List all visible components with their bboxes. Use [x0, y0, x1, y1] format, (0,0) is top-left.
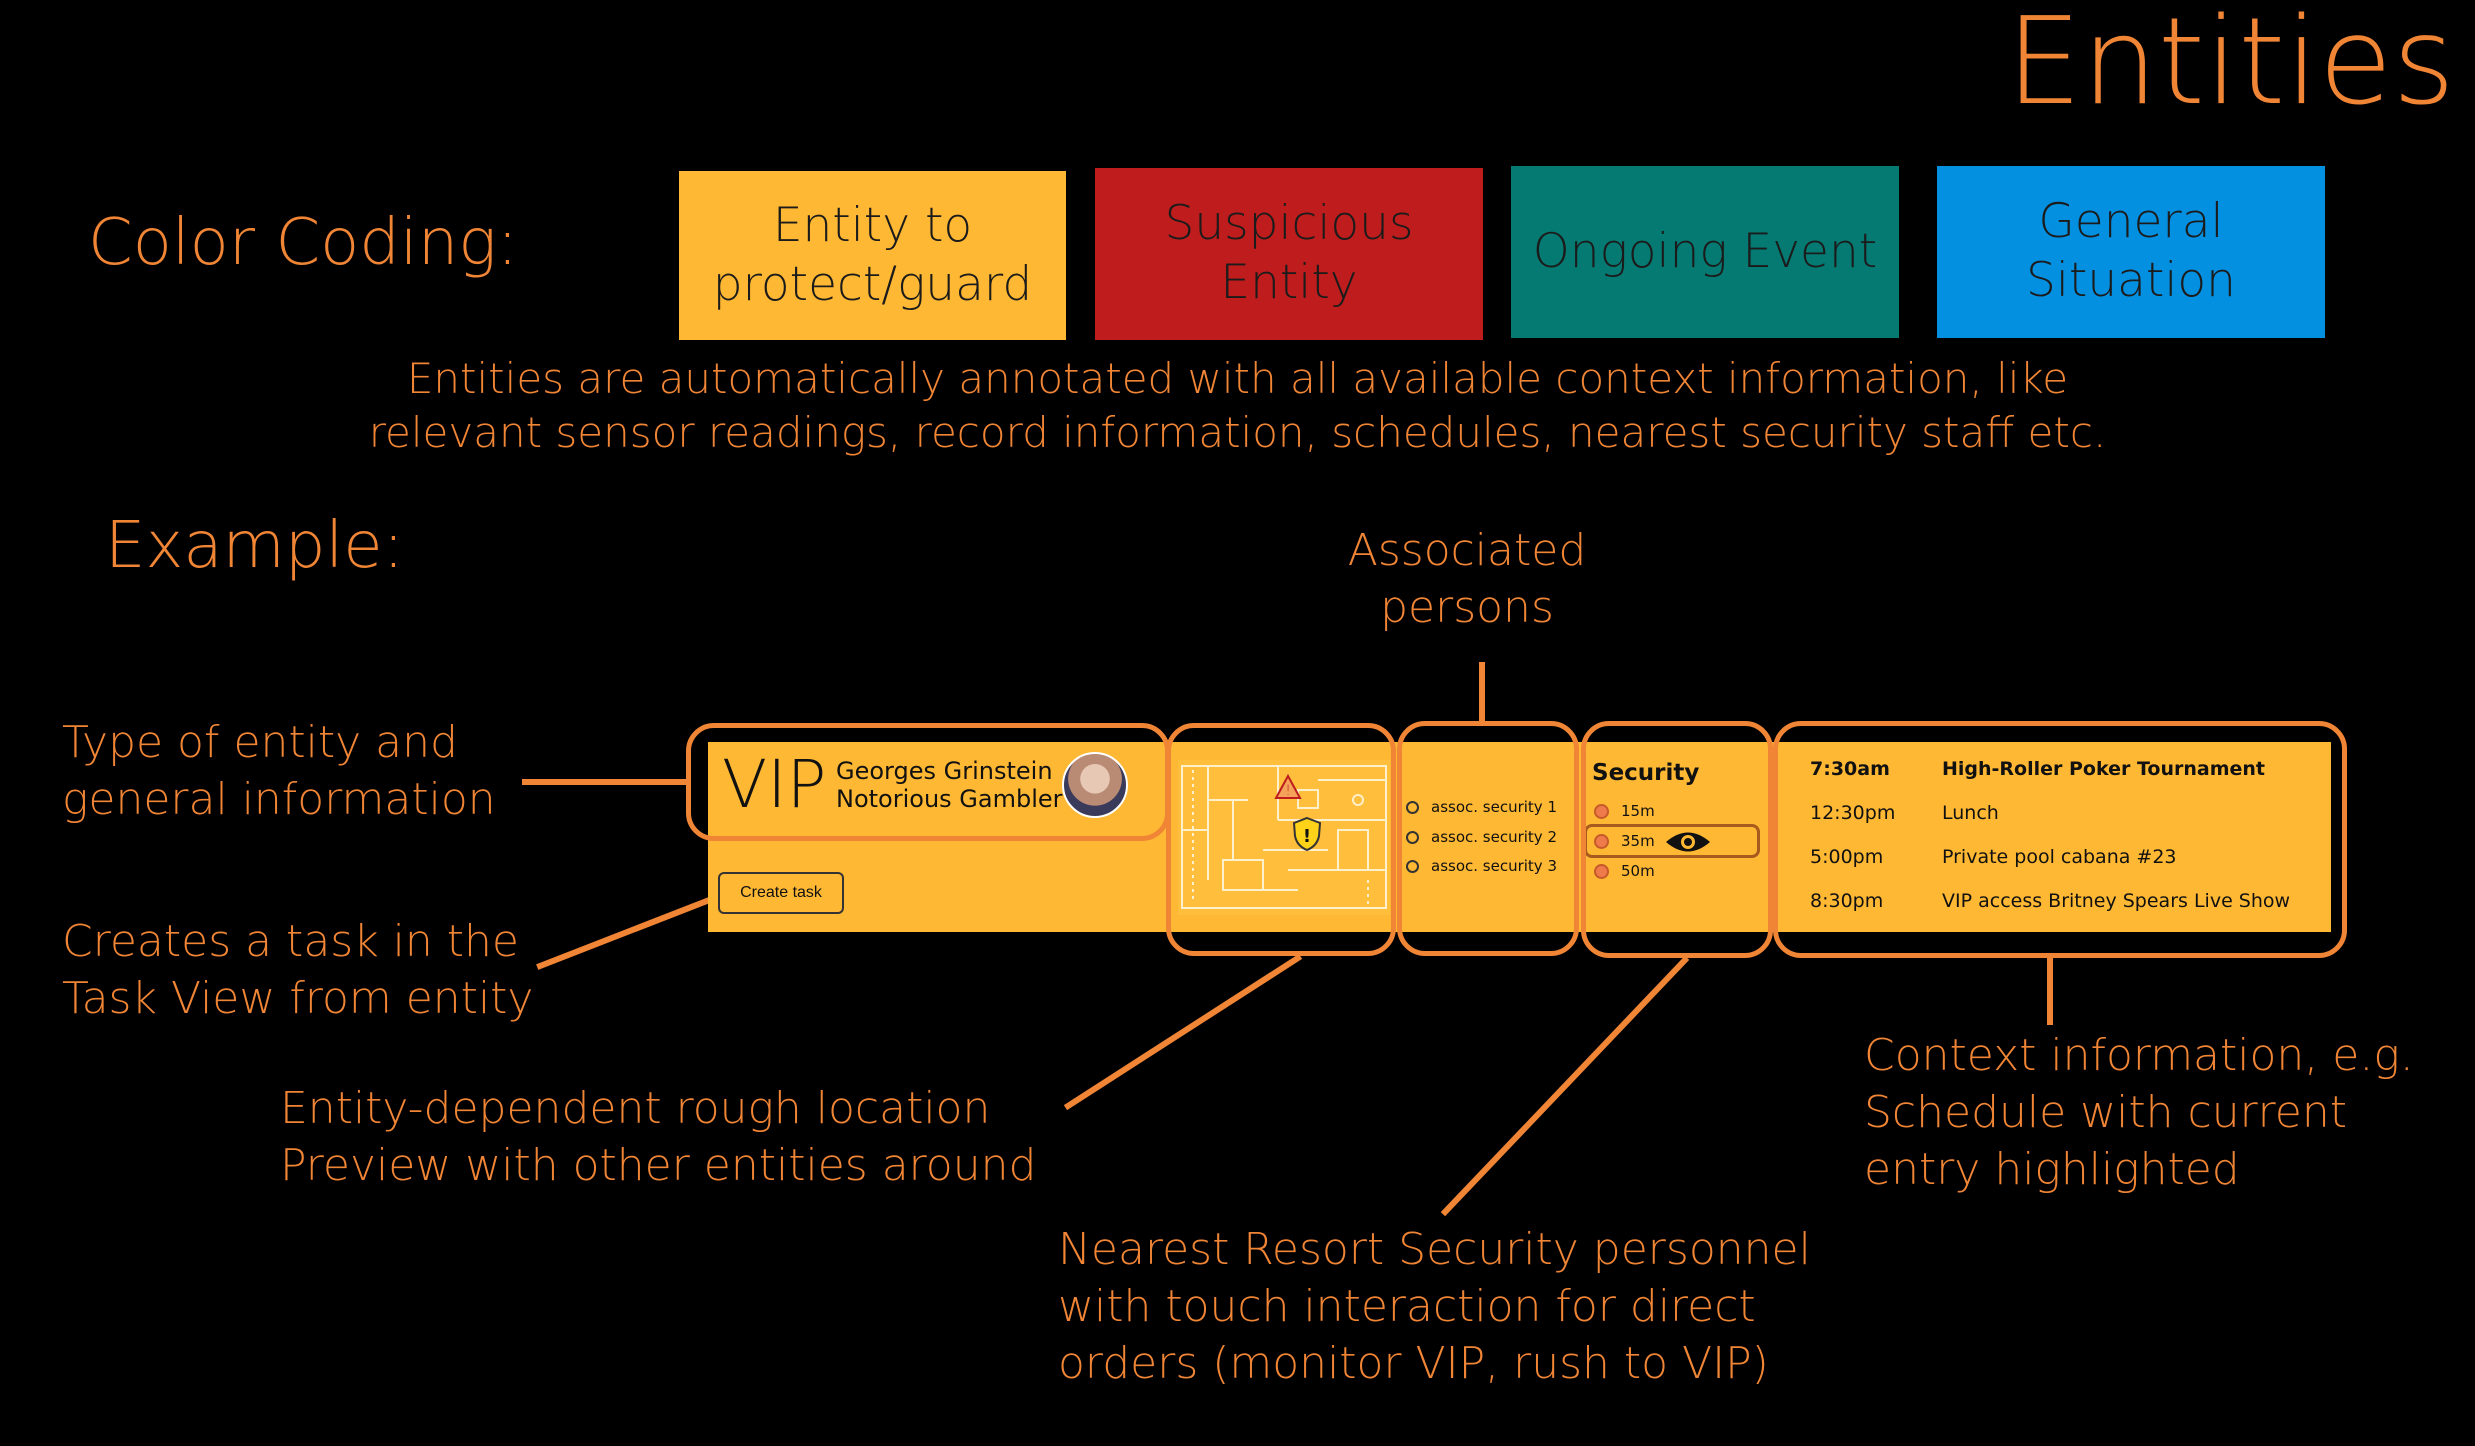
annotation-type-info: Type of entity and general information — [62, 717, 496, 826]
floor-plan-graphic — [1181, 765, 1387, 909]
security-distance: 35m — [1621, 832, 1655, 850]
security-title: Security — [1592, 760, 1700, 786]
eye-icon[interactable] — [1664, 829, 1712, 859]
location-map-preview[interactable]: ! ! — [1178, 760, 1390, 915]
annotation-associated: Associated persons — [1347, 525, 1587, 634]
swatch-ongoing-event: Ongoing Event — [1511, 166, 1899, 338]
schedule-event: Lunch — [1942, 802, 1999, 824]
security-item[interactable]: 15m — [1594, 802, 1655, 820]
status-dot-icon — [1406, 800, 1419, 814]
schedule-event: VIP access Britney Spears Live Show — [1942, 890, 2291, 912]
avatar[interactable] — [1062, 752, 1128, 818]
status-dot-icon — [1406, 830, 1419, 844]
swatch-general-situation: General Situation — [1937, 166, 2325, 338]
annotation-location: Entity-dependent rough location Preview … — [280, 1083, 1037, 1192]
swatch-suspicious-entity: Suspicious Entity — [1095, 168, 1483, 340]
associated-person: assoc. security 2 — [1431, 828, 1557, 846]
annotation-context: Context information, e.g. Schedule with … — [1864, 1030, 2414, 1196]
annotation-create-task: Creates a task in the Task View from ent… — [62, 916, 534, 1025]
security-distance: 50m — [1621, 862, 1655, 880]
entity-type-label: VIP — [722, 746, 827, 823]
schedule-event: High-Roller Poker Tournament — [1942, 758, 2266, 780]
ring-type-info — [686, 723, 1170, 841]
connector-location — [1063, 953, 1303, 1111]
schedule-time: 8:30pm — [1810, 890, 1884, 912]
status-dot-icon — [1406, 859, 1419, 873]
schedule-time: 5:00pm — [1810, 846, 1884, 868]
schedule-time: 7:30am — [1810, 758, 1890, 780]
entity-role: Notorious Gambler — [836, 785, 1063, 813]
svg-text:!: ! — [1285, 783, 1291, 799]
annotation-security: Nearest Resort Security personnel with t… — [1058, 1224, 1811, 1390]
schedule-time: 12:30pm — [1810, 802, 1896, 824]
connector-security — [1440, 955, 1690, 1217]
create-task-button[interactable]: Create task — [718, 872, 844, 914]
ring-location — [1166, 723, 1396, 956]
list-item[interactable]: assoc. security 1 — [1406, 798, 1557, 816]
svg-text:!: ! — [1303, 826, 1311, 847]
security-status-icon — [1594, 833, 1609, 849]
list-item[interactable]: assoc. security 3 — [1406, 857, 1557, 875]
list-item[interactable]: assoc. security 2 — [1406, 828, 1557, 846]
example-heading: Example: — [105, 509, 405, 583]
page-title: Entities — [2005, 0, 2455, 132]
ring-schedule — [1773, 721, 2347, 958]
schedule-event: Private pool cabana #23 — [1942, 846, 2177, 868]
security-status-icon — [1594, 803, 1609, 819]
entity-name: Georges Grinstein — [836, 757, 1053, 785]
suspicious-entity-warning-icon[interactable]: ! — [1274, 773, 1302, 804]
connector-create-task — [536, 886, 739, 970]
color-coding-description: Entities are automatically annotated wit… — [368, 354, 2107, 457]
swatch-entity-to-protect: Entity to protect/guard — [679, 171, 1066, 340]
security-status-icon — [1594, 863, 1609, 879]
ring-security — [1581, 721, 1773, 958]
security-item[interactable]: 50m — [1594, 862, 1655, 880]
guard-entity-shield-icon[interactable]: ! — [1291, 816, 1323, 856]
security-distance: 15m — [1621, 802, 1655, 820]
security-item[interactable]: 35m — [1594, 832, 1655, 850]
associated-person: assoc. security 3 — [1431, 857, 1557, 875]
associated-person: assoc. security 1 — [1431, 798, 1557, 816]
ring-associated — [1397, 721, 1579, 956]
color-coding-heading: Color Coding: — [88, 206, 519, 280]
